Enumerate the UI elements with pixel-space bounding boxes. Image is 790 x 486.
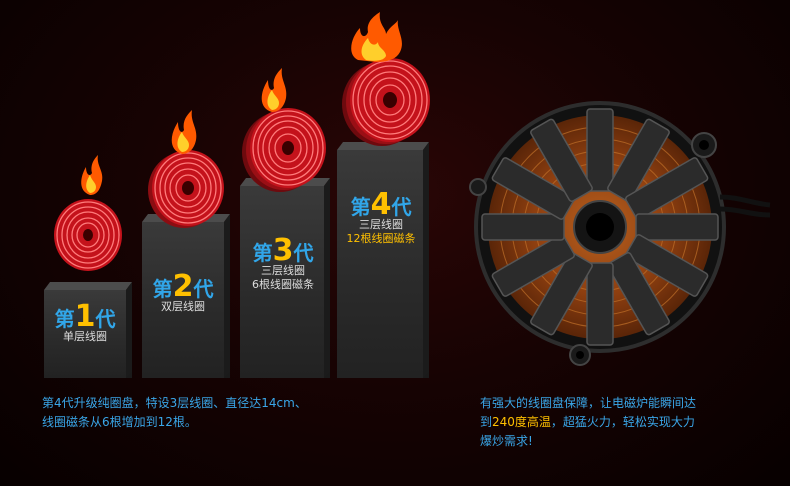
- caption-left: 第4代升级纯圈盘，特设3层线圈、直径达14cm、 线圈磁条从6根增加到12根。: [42, 394, 372, 432]
- gen1-prefix: 第: [54, 307, 75, 331]
- caption-right-line2-b: ，超猛火力，轻松实现大力: [550, 415, 695, 429]
- flame-icon: [351, 12, 402, 62]
- flame-icon: [171, 110, 197, 154]
- gen3-prefix: 第: [252, 241, 273, 265]
- gen3-number: 3: [272, 233, 294, 268]
- gen4-suffix: 代: [391, 195, 412, 219]
- gen3-line1: 三层线圈: [261, 264, 305, 277]
- gen4-line1: 三层线圈: [359, 218, 403, 231]
- caption-right-line2: 到240度高温，超猛火力，轻松实现大力: [480, 413, 780, 432]
- gen1-number: 1: [74, 299, 96, 334]
- gen4-line2: 12根线圈磁条: [346, 232, 416, 245]
- gen1-line1: 单层线圈: [63, 330, 107, 343]
- caption-left-line2: 线圈磁条从6根增加到12根。: [42, 415, 197, 429]
- pedestal-gen1: [44, 290, 126, 378]
- caption-right-highlight: 240度高温: [492, 415, 551, 429]
- caption-left-line1: 第4代升级纯圈盘，特设3层线圈、直径达14cm、: [42, 396, 307, 410]
- coil-plate-photo: [469, 101, 771, 366]
- caption-right-line2-a: 到: [480, 415, 493, 429]
- gen3-label: 第3代 三层线圈 6根线圈磁条: [238, 236, 328, 292]
- caption-right-line3: 爆炒需求!: [480, 434, 533, 448]
- coil-gen2: [148, 110, 224, 228]
- coil-gen4: [342, 12, 430, 146]
- gen2-label: 第2代 双层线圈: [142, 272, 224, 314]
- gen4-prefix: 第: [350, 195, 371, 219]
- flame-icon: [81, 155, 103, 195]
- gen2-number: 2: [172, 269, 194, 304]
- gen1-label: 第1代 单层线圈: [44, 302, 126, 344]
- gen3-suffix: 代: [293, 241, 314, 265]
- gen3-line2: 6根线圈磁条: [252, 278, 314, 291]
- gen2-line1: 双层线圈: [161, 300, 205, 313]
- coil-gen1: [54, 155, 122, 271]
- gen4-number: 4: [370, 187, 392, 222]
- gen2-prefix: 第: [152, 277, 173, 301]
- gen4-label: 第4代 三层线圈 12根线圈磁条: [334, 190, 428, 246]
- coil-gen3: [242, 68, 326, 192]
- pedestal-gen4: [337, 150, 423, 378]
- caption-right: 有强大的线圈盘保障，让电磁炉能瞬间达 到240度高温，超猛火力，轻松实现大力 爆…: [480, 394, 780, 451]
- caption-right-line1: 有强大的线圈盘保障，让电磁炉能瞬间达: [480, 396, 697, 410]
- flame-icon: [261, 68, 287, 112]
- pedestal-gen2: [142, 222, 224, 378]
- pedestal-gen3: [240, 186, 324, 378]
- gen1-suffix: 代: [95, 307, 116, 331]
- gen2-suffix: 代: [193, 277, 214, 301]
